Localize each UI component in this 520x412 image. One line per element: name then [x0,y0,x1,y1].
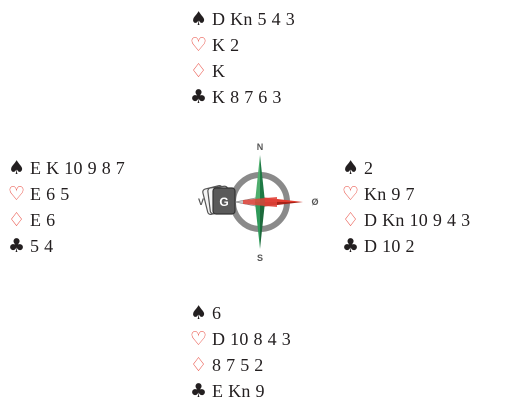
west-diamonds-row: ♢E 6 [8,207,125,233]
east-hand: ♠2 ♡Kn 9 7 ♢D Kn 10 9 4 3 ♣D 10 2 [342,155,470,259]
south-clubs-row: ♣E Kn 9 [190,378,291,404]
south-spades-row: ♠6 [190,300,291,326]
north-hearts-cards: K 2 [212,35,239,55]
west-clubs-row: ♣5 4 [8,233,125,259]
west-spades-row: ♠E K 10 9 8 7 [8,155,125,181]
north-diamonds-cards: K [212,61,225,81]
south-clubs-cards: E Kn 9 [212,381,265,401]
spade-icon: ♠ [190,6,212,32]
spade-icon: ♠ [342,155,364,181]
north-spades-cards: D Kn 5 4 3 [212,9,295,29]
heart-icon: ♡ [8,181,30,207]
compass-east-label: Ø [311,197,318,207]
heart-icon: ♡ [190,326,212,352]
diamond-icon: ♢ [190,352,212,378]
east-diamonds-row: ♢D Kn 10 9 4 3 [342,207,470,233]
east-hearts-cards: Kn 9 7 [364,184,415,204]
spade-icon: ♠ [8,155,30,181]
north-spades-row: ♠D Kn 5 4 3 [190,6,295,32]
compass-west-label: V [198,197,204,207]
club-icon: ♣ [342,233,364,259]
west-hearts-row: ♡E 6 5 [8,181,125,207]
spade-icon: ♠ [190,300,212,326]
dealer-cards-icon: G [202,185,235,215]
dealer-marker-label: G [219,195,228,209]
diamond-icon: ♢ [342,207,364,233]
west-hand: ♠E K 10 9 8 7 ♡E 6 5 ♢E 6 ♣5 4 [8,155,125,259]
heart-icon: ♡ [342,181,364,207]
club-icon: ♣ [190,84,212,110]
diamond-icon: ♢ [8,207,30,233]
compass-south-label: S [257,253,263,263]
north-clubs-cards: K 8 7 6 3 [212,87,282,107]
east-clubs-row: ♣D 10 2 [342,233,470,259]
west-clubs-cards: 5 4 [30,236,53,256]
south-diamonds-cards: 8 7 5 2 [212,355,264,375]
north-hearts-row: ♡K 2 [190,32,295,58]
west-hearts-cards: E 6 5 [30,184,70,204]
east-spades-row: ♠2 [342,155,470,181]
east-diamonds-cards: D Kn 10 9 4 3 [364,210,470,230]
east-hearts-row: ♡Kn 9 7 [342,181,470,207]
south-hearts-cards: D 10 8 4 3 [212,329,291,349]
club-icon: ♣ [8,233,30,259]
compass-north-label: N [257,142,264,152]
west-diamonds-cards: E 6 [30,210,55,230]
east-clubs-cards: D 10 2 [364,236,415,256]
diamond-icon: ♢ [190,58,212,84]
north-hand: ♠D Kn 5 4 3 ♡K 2 ♢K ♣K 8 7 6 3 [190,6,295,110]
east-spades-cards: 2 [364,158,373,178]
north-clubs-row: ♣K 8 7 6 3 [190,84,295,110]
south-hand: ♠6 ♡D 10 8 4 3 ♢8 7 5 2 ♣E Kn 9 [190,300,291,404]
heart-icon: ♡ [190,32,212,58]
south-diamonds-row: ♢8 7 5 2 [190,352,291,378]
south-spades-cards: 6 [212,303,221,323]
north-diamonds-row: ♢K [190,58,295,84]
club-icon: ♣ [190,378,212,404]
compass-center-band [243,197,277,207]
south-hearts-row: ♡D 10 8 4 3 [190,326,291,352]
west-spades-cards: E K 10 9 8 7 [30,158,125,178]
compass-rose: G N S V Ø [195,137,325,267]
